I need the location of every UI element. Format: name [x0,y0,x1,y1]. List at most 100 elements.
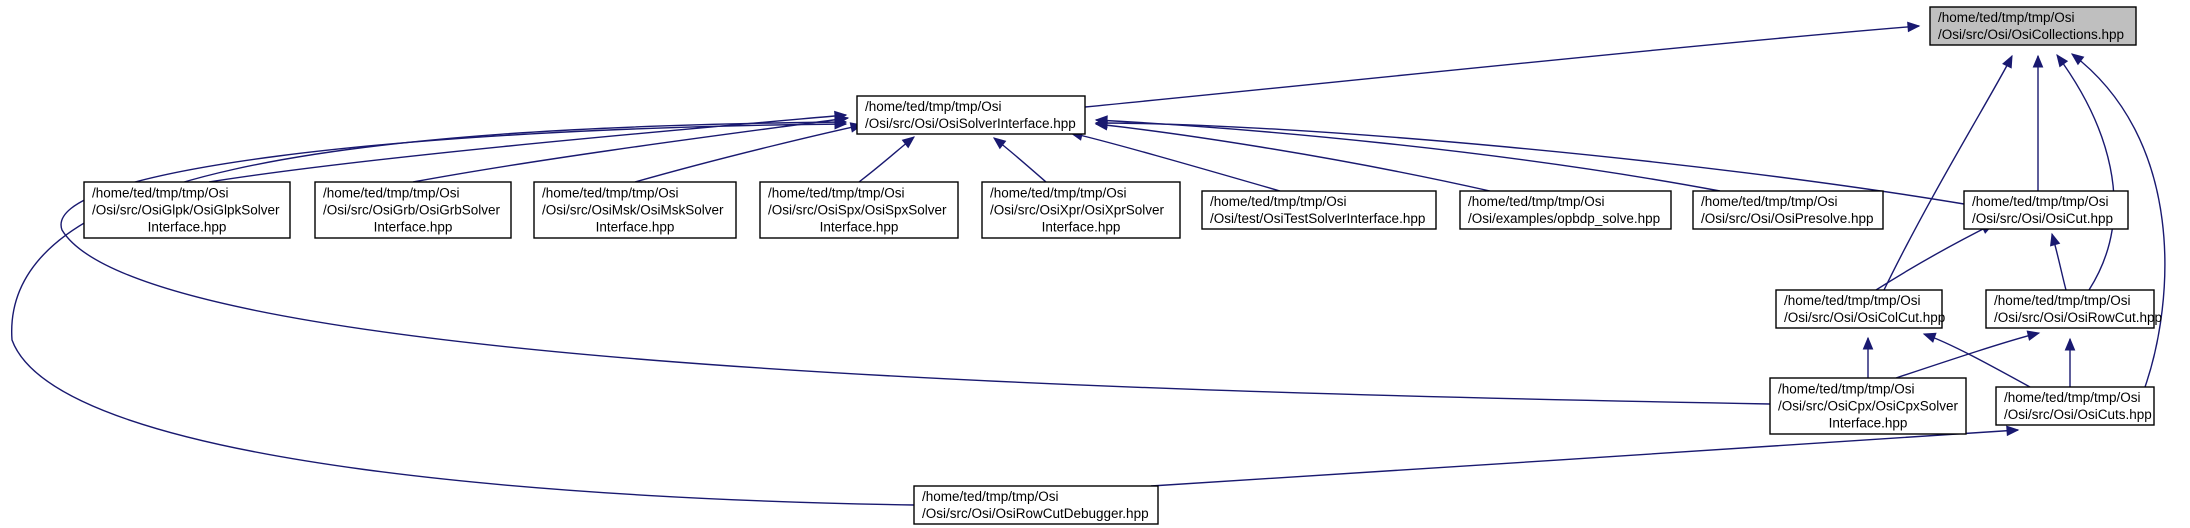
node-box[interactable] [314,181,512,239]
node-label-line: Interface.hpp [596,220,675,235]
edge-line [1883,55,2013,291]
edge-rowcut-to-cut [2050,232,2067,291]
edge-cut-to-collections [2032,54,2044,191]
node-label-line: /home/ted/tmp/tmp/Osi [768,186,905,201]
node-box[interactable] [1995,386,2155,426]
node-label-line: /home/ted/tmp/tmp/Osi [865,99,1002,114]
node-label-line: /home/ted/tmp/tmp/Osi [1938,10,2075,25]
edge-cuts-to-collections [2070,53,2166,388]
node-box[interactable] [1692,190,1884,230]
edge-cpx-to-colcut [1862,336,1874,379]
node-label-line: /home/ted/tmp/tmp/Osi [1778,382,1915,397]
arrowhead-icon [2026,330,2041,341]
node-label-line: /Osi/src/Osi/OsiCut.hpp [1972,211,2113,226]
node-box[interactable] [1985,289,2155,329]
edge-cpx-to-rowcut [1895,330,2041,379]
edge-line [11,121,915,506]
node-presolve[interactable]: /home/ted/tmp/tmp/Osi/Osi/src/Osi/OsiPre… [1692,190,1884,230]
node-label-line: /Osi/src/OsiCpx/OsiCpxSolver [1778,399,1959,414]
node-box[interactable] [1459,190,1672,230]
node-box[interactable] [1963,190,2129,230]
node-box[interactable] [533,181,737,239]
arrowhead-icon [2006,425,2020,437]
node-label-line: /Osi/src/Osi/OsiPresolve.hpp [1701,211,1874,226]
edge-line [1095,122,1965,205]
node-box[interactable] [759,181,959,239]
node-box[interactable] [1929,6,2137,46]
edge-xpr-to-solverinterface [992,137,1047,183]
edge-colcut-to-collections [1883,54,2013,291]
edge-line [634,124,863,183]
node-box[interactable] [1769,377,1967,435]
edge-line [1084,25,1920,108]
node-testsolver[interactable]: /home/ted/tmp/tmp/Osi/Osi/test/OsiTestSo… [1201,190,1437,230]
node-msk[interactable]: /home/ted/tmp/tmp/Osi/Osi/src/OsiMsk/Osi… [533,181,737,239]
node-grb[interactable]: /home/ted/tmp/tmp/Osi/Osi/src/OsiGrb/Osi… [314,181,512,239]
edge-line [1095,123,1491,192]
arrowhead-icon [1922,332,1937,343]
edge-line [412,117,849,183]
node-colcut[interactable]: /home/ted/tmp/tmp/Osi/Osi/src/Osi/OsiCol… [1775,289,1945,329]
node-label-line: /Osi/src/Osi/OsiCollections.hpp [1938,27,2124,42]
node-box[interactable] [1201,190,1437,230]
arrowhead-icon [1907,21,1921,33]
node-solverinterface[interactable]: /home/ted/tmp/tmp/Osi/Osi/src/Osi/OsiSol… [856,95,1086,135]
node-cuts[interactable]: /home/ted/tmp/tmp/Osi/Osi/src/Osi/OsiCut… [1995,386,2155,426]
node-label-line: /Osi/test/OsiTestSolverInterface.hpp [1210,211,1425,226]
edge-line [2056,54,2115,291]
edge-line [60,123,1771,405]
node-spx[interactable]: /home/ted/tmp/tmp/Osi/Osi/src/OsiSpx/Osi… [759,181,959,239]
node-label-line: /home/ted/tmp/tmp/Osi [990,186,1127,201]
edge-cuts-to-colcut [1922,332,2031,388]
node-label-line: /home/ted/tmp/tmp/Osi [1210,194,1347,209]
node-box[interactable] [981,181,1181,239]
node-label-line: Interface.hpp [148,220,227,235]
node-collections[interactable]: /home/ted/tmp/tmp/Osi/Osi/src/Osi/OsiCol… [1929,6,2137,46]
node-label-line: Interface.hpp [1042,220,1121,235]
node-rowcut[interactable]: /home/ted/tmp/tmp/Osi/Osi/src/Osi/OsiRow… [1985,289,2162,329]
node-glpk[interactable]: /home/ted/tmp/tmp/Osi/Osi/src/OsiGlpk/Os… [83,181,291,239]
node-box[interactable] [913,485,1159,525]
edge-line [1895,332,2040,379]
node-rowcutdebugger[interactable]: /home/ted/tmp/tmp/Osi/Osi/src/Osi/OsiRow… [913,485,1159,525]
node-label-line: /Osi/src/OsiXpr/OsiXprSolver [990,203,1165,218]
node-opbdp[interactable]: /home/ted/tmp/tmp/Osi/Osi/examples/opbdp… [1459,190,1672,230]
node-box[interactable] [856,95,1086,135]
node-cpx[interactable]: /home/ted/tmp/tmp/Osi/Osi/src/OsiCpx/Osi… [1769,377,1967,435]
node-xpr[interactable]: /home/ted/tmp/tmp/Osi/Osi/src/OsiXpr/Osi… [981,181,1181,239]
node-label-line: /Osi/src/Osi/OsiCuts.hpp [2004,407,2152,422]
edge-spx-to-solverinterface [858,136,916,183]
edge-glpk-to-solverinterface [208,110,848,183]
arrowhead-icon [834,116,848,128]
arrowhead-icon [992,137,1007,150]
arrowhead-icon [1862,336,1874,350]
node-label-line: /home/ted/tmp/tmp/Osi [323,186,460,201]
node-label-line: Interface.hpp [820,220,899,235]
arrowhead-icon [2064,337,2076,351]
node-label-line: /Osi/src/OsiGlpk/OsiGlpkSolver [92,203,280,218]
arrowhead-icon [2070,53,2085,66]
node-label-line: Interface.hpp [1829,416,1908,431]
node-label-line: /Osi/src/Osi/OsiRowCutDebugger.hpp [922,506,1149,521]
node-label-line: /home/ted/tmp/tmp/Osi [1994,293,2131,308]
node-cut[interactable]: /home/ted/tmp/tmp/Osi/Osi/src/Osi/OsiCut… [1963,190,2129,230]
arrowhead-icon [2050,232,2061,247]
edge-line [2071,53,2166,388]
nodes-layer: /home/ted/tmp/tmp/Osi/Osi/src/Osi/OsiCol… [83,6,2162,525]
node-box[interactable] [1775,289,1943,329]
edge-rowcutdebugger-to-solverinterface [11,116,915,506]
node-label-line: /Osi/src/OsiGrb/OsiGrbSolver [323,203,501,218]
edge-cuts-to-rowcut [2064,337,2076,387]
node-label-line: /home/ted/tmp/tmp/Osi [1784,293,1921,308]
node-label-line: /Osi/src/Osi/OsiRowCut.hpp [1994,310,2162,325]
node-label-line: /home/ted/tmp/tmp/Osi [1701,194,1838,209]
node-label-line: /home/ted/tmp/tmp/Osi [542,186,679,201]
node-label-line: /Osi/src/OsiMsk/OsiMskSolver [542,203,724,218]
node-box[interactable] [83,181,291,239]
edge-line [1095,119,1721,192]
node-label-line: /home/ted/tmp/tmp/Osi [1468,194,1605,209]
node-label-line: /Osi/src/Osi/OsiSolverInterface.hpp [865,116,1076,131]
node-label-line: /Osi/src/OsiSpx/OsiSpxSolver [768,203,947,218]
node-label-line: Interface.hpp [374,220,453,235]
